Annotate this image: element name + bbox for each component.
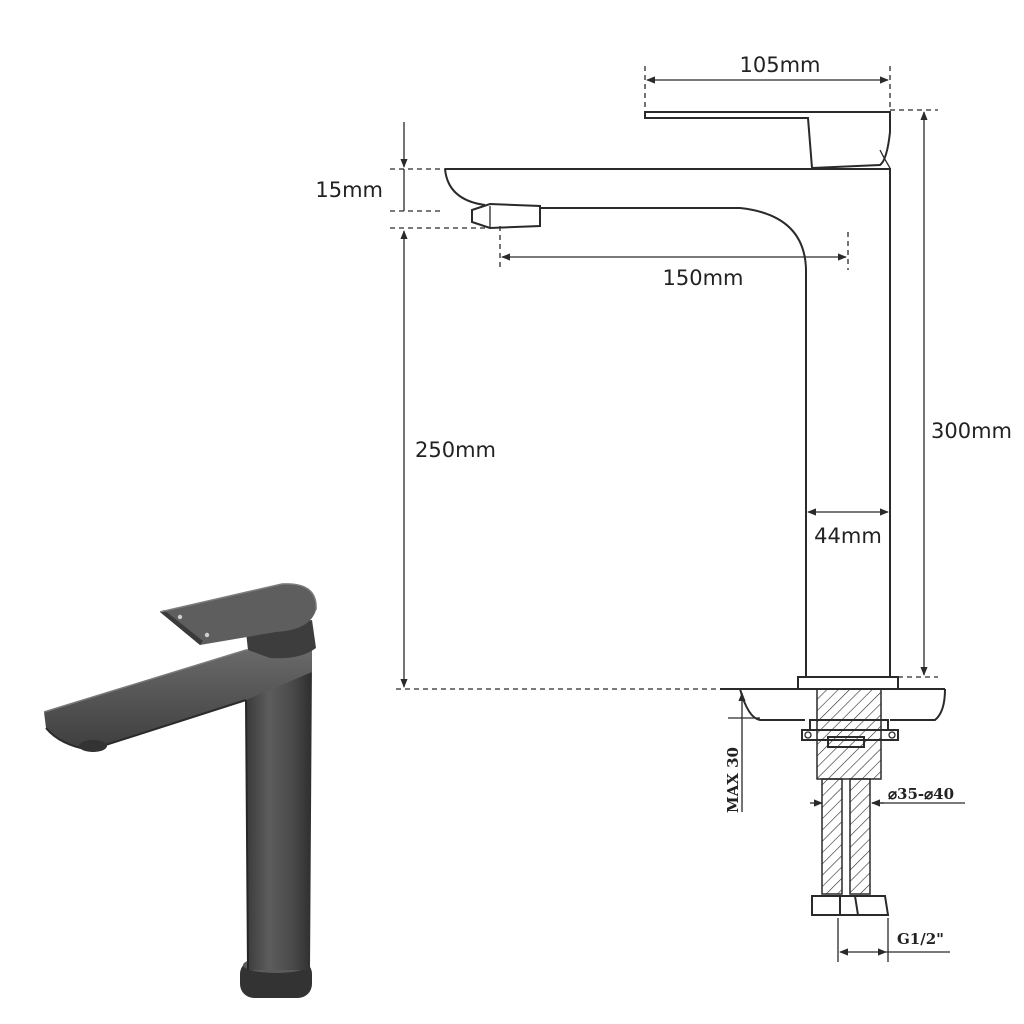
mounting-shank xyxy=(801,688,899,916)
dim-label-105: 105mm xyxy=(740,53,821,77)
dimension-lever-length: 105mm xyxy=(644,53,891,112)
dimension-total-height: 300mm xyxy=(890,109,1012,678)
dimension-spout-height: 250mm xyxy=(390,227,720,690)
dim-label-150: 150mm xyxy=(663,266,744,290)
dimension-thread: G1/2" xyxy=(837,918,950,962)
dim-label-15: 15mm xyxy=(315,178,383,202)
faucet-product-image xyxy=(43,583,317,998)
dim-label-300: 300mm xyxy=(931,419,1012,443)
dim-label-max30: MAX 30 xyxy=(724,747,742,813)
dim-label-hole: ⌀35-⌀40 xyxy=(888,785,954,803)
dimension-deck-thickness: MAX 30 xyxy=(724,692,760,813)
dimension-spout-thickness: 15mm xyxy=(315,122,445,212)
dim-label-thread: G1/2" xyxy=(897,930,944,948)
dim-label-250: 250mm xyxy=(415,438,496,462)
dimension-body-diameter: 44mm xyxy=(807,508,889,548)
dimension-spout-reach: 150mm xyxy=(499,226,849,290)
faucet-outline xyxy=(444,111,899,690)
dimension-hole-diameter: ⌀35-⌀40 xyxy=(810,785,965,807)
dim-label-44: 44mm xyxy=(814,524,882,548)
